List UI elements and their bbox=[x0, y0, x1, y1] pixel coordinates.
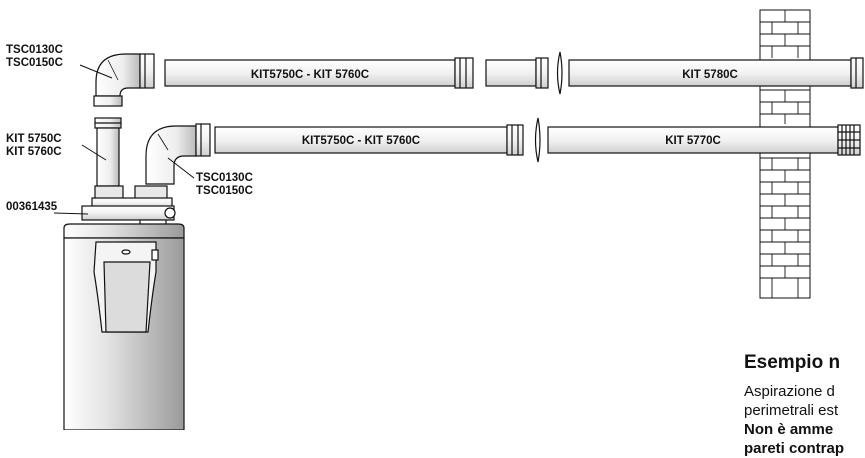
description-line-1: Aspirazione d bbox=[744, 383, 835, 400]
upper-pipe-run bbox=[164, 51, 864, 95]
wall-rosette-middle bbox=[534, 117, 541, 163]
pipe-upper-right-label: KIT 5780C bbox=[682, 69, 738, 81]
flue-adapter bbox=[81, 185, 176, 229]
wall-rosette-upper bbox=[556, 51, 563, 95]
description-line-4: pareti contrap bbox=[744, 440, 845, 457]
adapter-label: 00361435 bbox=[6, 201, 58, 213]
example-description: Aspirazione d perimetrali est Non è amme… bbox=[744, 382, 865, 458]
elbow-middle-code-2: TSC0150C bbox=[196, 185, 253, 197]
pipe-middle-left-label: KIT5750C - KIT 5760C bbox=[302, 135, 420, 147]
left-vertical-pipe bbox=[94, 117, 122, 187]
elbow-upper-code-1: TSC0130C bbox=[6, 44, 63, 56]
elbow-upper-code-2: TSC0150C bbox=[6, 57, 63, 69]
brick-wall bbox=[759, 9, 811, 299]
elbow-middle-code-1: TSC0130C bbox=[196, 172, 253, 184]
description-line-2: perimetrali est bbox=[744, 402, 839, 419]
pipe-upper-left-label: KIT5750C - KIT 5760C bbox=[251, 69, 369, 81]
pipe-middle-left bbox=[214, 126, 508, 154]
middle-pipe-run bbox=[214, 117, 861, 163]
vertical-kit-code-1: KIT 5750C bbox=[6, 133, 62, 145]
vertical-kit-label: KIT 5750C KIT 5760C bbox=[6, 133, 62, 159]
diagram-drawing: KIT5750C - KIT 5760C KIT 5780C KIT5750C … bbox=[53, 9, 864, 431]
elbow-upper-label: TSC0130C TSC0150C bbox=[6, 44, 63, 70]
leader-lines bbox=[53, 64, 195, 215]
pipe-middle-right bbox=[547, 126, 839, 154]
example-title: Esempio n bbox=[744, 352, 841, 373]
elbow-middle-label: TSC0130C TSC0150C bbox=[196, 172, 253, 198]
pipe-upper-short bbox=[485, 59, 537, 87]
upper-elbow bbox=[93, 53, 155, 107]
installation-diagram: KIT5750C - KIT 5760C KIT 5780C KIT5750C … bbox=[6, 9, 864, 457]
vertical-kit-code-2: KIT 5760C bbox=[6, 146, 62, 158]
pipe-upper-right bbox=[568, 59, 852, 87]
pipe-middle-right-label: KIT 5770C bbox=[665, 135, 721, 147]
boiler-unit bbox=[63, 223, 185, 431]
